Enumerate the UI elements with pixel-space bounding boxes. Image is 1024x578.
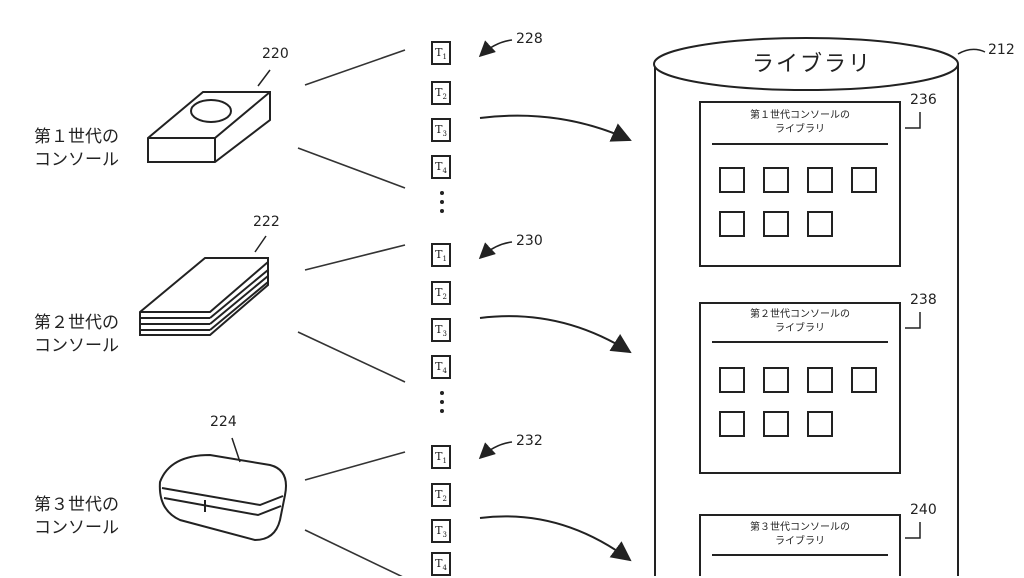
console-3-ref: 224 <box>210 414 237 430</box>
connector-lines <box>297 49 406 576</box>
sub-library-2-title: 第２世代コンソールの ライブラリ <box>720 308 880 336</box>
console-3-label-line1: 第３世代の <box>34 495 119 515</box>
library-cylinder <box>653 37 986 576</box>
console-3-label: 第３世代の コンソール <box>34 494 119 540</box>
library-item-square <box>851 367 877 393</box>
library-item-square <box>807 167 833 193</box>
console-2-label: 第２世代の コンソール <box>34 312 119 358</box>
sub-library-2-title-line1: 第２世代コンソールの <box>750 309 850 320</box>
sub-library-2-title-line2: ライブラリ <box>775 323 825 334</box>
token-group-2-ref: 230 <box>516 233 543 249</box>
token-box: T3 <box>431 519 451 543</box>
library-item-square <box>807 411 833 437</box>
token-box: T1 <box>431 41 451 65</box>
token-box: T3 <box>431 118 451 142</box>
token-box: T2 <box>431 483 451 507</box>
token-box: T1 <box>431 445 451 469</box>
library-item-square <box>763 411 789 437</box>
library-item-square <box>763 211 789 237</box>
ellipsis-dots <box>440 191 444 413</box>
console-1-ref: 220 <box>262 46 289 62</box>
console-1-label: 第１世代の コンソール <box>34 126 119 172</box>
library-item-square <box>719 411 745 437</box>
library-item-square <box>719 211 745 237</box>
library-item-square <box>719 367 745 393</box>
console-1-icon <box>147 69 271 163</box>
sub-library-2-ref: 238 <box>910 292 937 308</box>
console-2-ref: 222 <box>253 214 280 230</box>
token-box: T3 <box>431 318 451 342</box>
library-item-square <box>719 167 745 193</box>
console-3-label-line2: コンソール <box>34 518 119 538</box>
sub-library-3-title: 第３世代コンソールの ライブラリ <box>720 521 880 549</box>
console-2-icon <box>139 235 269 336</box>
sub-library-1-title-line2: ライブラリ <box>775 124 825 135</box>
token-group-3-ref: 232 <box>516 433 543 449</box>
sub-library-1-title: 第１世代コンソールの ライブラリ <box>720 109 880 137</box>
token-box: T2 <box>431 81 451 105</box>
sub-library-3-title-line2: ライブラリ <box>775 536 825 547</box>
sub-library-3-title-line1: 第３世代コンソールの <box>750 522 850 533</box>
flow-arrows <box>479 114 632 562</box>
token-box: T4 <box>431 155 451 179</box>
console-1-label-line2: コンソール <box>34 150 119 170</box>
token-box: T4 <box>431 355 451 379</box>
library-item-square <box>763 367 789 393</box>
token-box: T2 <box>431 281 451 305</box>
library-title: ライブラリ <box>752 52 873 77</box>
sub-library-1-ref: 236 <box>910 92 937 108</box>
callout-arrows <box>478 39 513 460</box>
sub-library-3-ref: 240 <box>910 502 937 518</box>
console-3-icon <box>158 437 287 542</box>
library-item-square <box>807 367 833 393</box>
library-item-squares <box>719 167 877 437</box>
token-box: T4 <box>431 552 451 576</box>
sub-library-1-title-line1: 第１世代コンソールの <box>750 110 850 121</box>
token-group-1-ref: 228 <box>516 31 543 47</box>
ref-brackets <box>905 112 921 539</box>
library-item-square <box>807 211 833 237</box>
library-item-square <box>851 167 877 193</box>
console-2-label-line2: コンソール <box>34 336 119 356</box>
library-ref: 212 <box>988 42 1015 58</box>
token-box: T1 <box>431 243 451 267</box>
console-2-label-line1: 第２世代の <box>34 313 119 333</box>
library-item-square <box>763 167 789 193</box>
console-1-label-line1: 第１世代の <box>34 127 119 147</box>
